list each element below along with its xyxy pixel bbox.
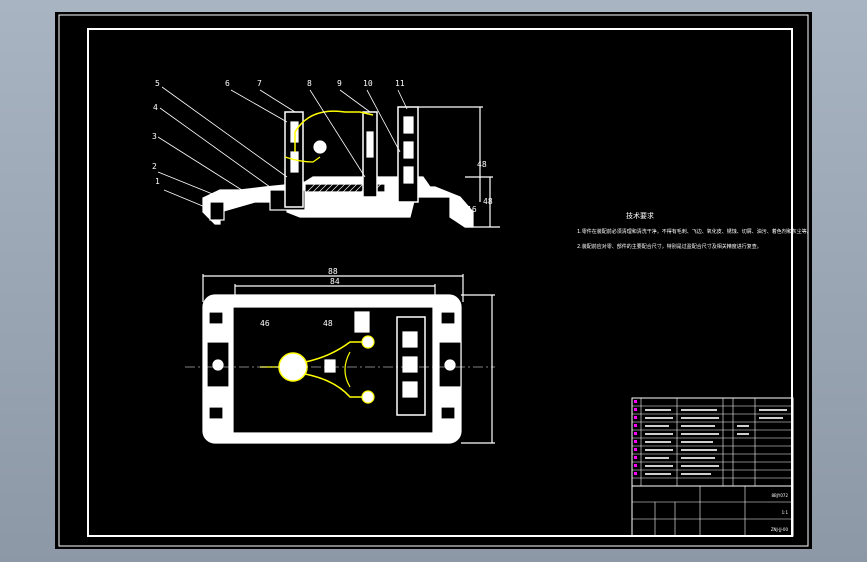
parts-list-rows xyxy=(645,409,787,475)
front-view xyxy=(202,106,500,228)
title-drawing-number: ZNJ-JJ-00 xyxy=(771,527,789,532)
dim-height-total: 48 xyxy=(477,160,487,169)
balloon-2: 2 xyxy=(152,162,157,171)
part-balloons: 1 2 3 4 5 6 7 8 9 10 11 xyxy=(152,79,405,186)
dim-height-lower: 16 xyxy=(467,205,477,214)
balloon-leaders xyxy=(157,86,408,208)
title-sheet-code: 8BJY072 xyxy=(771,493,788,498)
title-block xyxy=(631,397,794,537)
drawing-canvas[interactable]: 48 48 16 1 2 3 4 5 6 7 8 9 10 11 xyxy=(55,12,812,549)
dim-mid-span: 48 xyxy=(323,319,333,328)
balloon-10: 10 xyxy=(363,79,373,88)
drawing-sheet[interactable]: 48 48 16 1 2 3 4 5 6 7 8 9 10 11 xyxy=(55,12,812,549)
tech-req-item-1: 1.零件在装配前必须清理和清洗干净，不得有毛刺、飞边、氧化皮、锈蚀、切屑、油污、… xyxy=(577,228,812,235)
dim-height-side: 48 xyxy=(483,197,493,206)
dim-left-span: 46 xyxy=(260,319,270,328)
balloon-1: 1 xyxy=(155,177,160,186)
technical-requirements: 技术要求 1.零件在装配前必须清理和清洗干净，不得有毛刺、飞边、氧化皮、锈蚀、切… xyxy=(577,211,812,250)
balloon-4: 4 xyxy=(153,103,158,112)
dim-top-inner: 84 xyxy=(330,277,340,286)
tech-req-item-2: 2.装配前应对零、部件的主要配合尺寸，特别是过盈配合尺寸及相关精度进行复查。 xyxy=(577,243,762,250)
balloon-11: 11 xyxy=(395,79,405,88)
balloon-8: 8 xyxy=(307,79,312,88)
balloon-5: 5 xyxy=(155,79,160,88)
outer-border xyxy=(58,14,809,547)
balloon-3: 3 xyxy=(152,132,157,141)
parts-list-markers xyxy=(634,400,637,475)
tech-req-title: 技术要求 xyxy=(626,211,654,220)
balloon-9: 9 xyxy=(337,79,342,88)
inner-border xyxy=(87,28,793,537)
dim-top-width: 88 xyxy=(328,267,338,276)
top-view xyxy=(185,274,495,444)
balloon-7: 7 xyxy=(257,79,262,88)
title-scale: 1:1 xyxy=(782,510,789,515)
balloon-6: 6 xyxy=(225,79,230,88)
